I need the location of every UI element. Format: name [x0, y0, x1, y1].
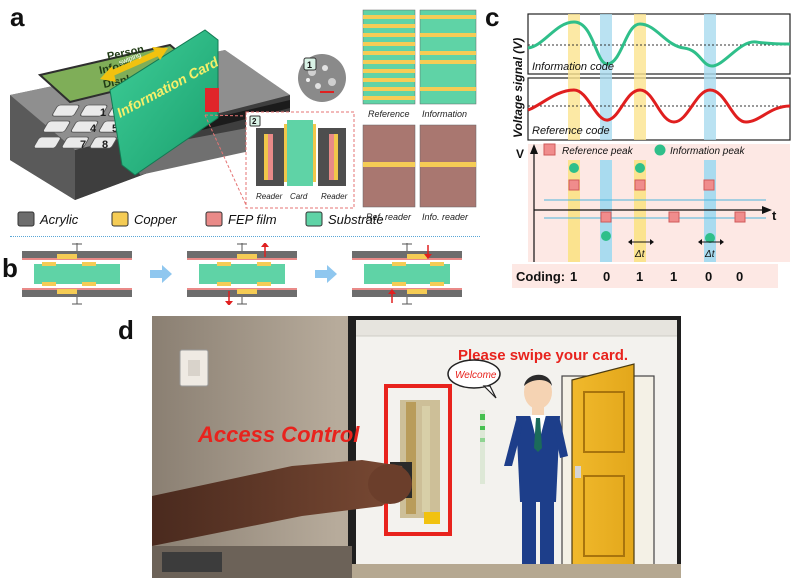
info-peak [705, 233, 715, 243]
label-info-reader: Info. reader [422, 212, 469, 222]
peak-plot-bg [528, 144, 790, 262]
ref-peak [600, 211, 612, 223]
coding-value: 0 [603, 269, 610, 284]
legend-ref-peak-marker [543, 143, 556, 156]
t-axis-label: t [772, 208, 777, 223]
stage-1 [22, 243, 132, 305]
welcome-text: Welcome [455, 370, 497, 381]
label-ref-reader: Ref. reader [366, 212, 412, 222]
c-ylabel: Voltage signal (V) [511, 38, 525, 138]
inset-zoom: 2 Reader Card Reader [204, 111, 355, 209]
key-4: 4 [90, 123, 97, 135]
user-arm [152, 460, 408, 546]
wall-socket [179, 349, 209, 387]
coding-row [512, 264, 778, 288]
ref-peak [634, 179, 646, 191]
panel-letter-d: d [118, 315, 134, 345]
inset-label-card: Card [290, 192, 308, 201]
door [561, 363, 655, 577]
access-control-label: Access Control [197, 422, 360, 447]
ref-peak [703, 179, 715, 191]
panel-letter-c: c [485, 2, 500, 32]
pattern-ref-reader [362, 124, 416, 208]
ref-code-label: Reference code [532, 125, 610, 137]
panel-c: Voltage signal (V) Information code Refe… [511, 13, 791, 288]
delta-t-1: Δt [634, 249, 646, 260]
pattern-reference [362, 9, 416, 105]
legend-label-copper: Copper [134, 212, 177, 227]
device-highlight-box [384, 384, 452, 536]
pattern-information [419, 9, 477, 105]
ref-code-signal [527, 88, 791, 124]
label-information: Information [422, 109, 467, 119]
dotted-divider [10, 236, 480, 237]
stage-2 [187, 243, 297, 305]
pattern-info-reader [419, 124, 477, 208]
info-peak [635, 163, 645, 173]
info-peak [601, 231, 611, 241]
coding-value: 1 [636, 269, 643, 284]
info-code-label: Information code [532, 61, 614, 73]
key-7: 7 [80, 139, 86, 151]
info-code-signal [527, 20, 791, 68]
ref-peak [668, 211, 680, 223]
coding-value: 0 [736, 269, 743, 284]
welcome-bubble [447, 359, 501, 389]
ref-peak [568, 179, 580, 191]
card-red-tab [205, 88, 219, 112]
v-axis-label: V [516, 147, 524, 161]
ref-peak [734, 211, 746, 223]
led-indicator-strip [480, 410, 485, 484]
legend-swatch-fep [205, 211, 223, 227]
panel-letter-a: a [10, 2, 25, 32]
keypad: 1 2 3 4 5 6 7 8 9 [33, 104, 150, 151]
legend-swatch-copper [111, 211, 129, 227]
delta-t-2: Δt [704, 249, 716, 260]
stage-arrow-2 [315, 265, 337, 283]
legend-info-peak-marker [654, 144, 666, 156]
inset-label-right-reader: Reader [321, 192, 348, 201]
coding-value: 1 [670, 269, 677, 284]
coding-label: Coding: [516, 269, 565, 284]
panel-letter-b: b [2, 253, 18, 283]
legend-swatch-substrate [305, 211, 323, 227]
legend-label-substrate: Substrate [328, 212, 384, 227]
stage-3 [352, 243, 462, 305]
key-5: 5 [112, 123, 118, 135]
coding-value: 0 [705, 269, 712, 284]
legend-info-peak-label: Information peak [670, 146, 745, 157]
inset-label-left-reader: Reader [256, 192, 283, 201]
legend-label-acrylic: Acrylic [39, 212, 79, 227]
stage-arrow-1 [150, 265, 172, 283]
coding-value: 1 [570, 269, 577, 284]
info-peak [569, 163, 579, 173]
legend-swatch-acrylic [17, 211, 35, 227]
panel-b [22, 243, 462, 305]
label-reference: Reference [368, 109, 410, 119]
sem-badge: 1 [307, 60, 312, 70]
inset-badge: 2 [252, 117, 257, 126]
key-8: 8 [102, 139, 108, 151]
legend-label-fep: FEP film [228, 212, 277, 227]
material-legend: Acrylic Copper FEP film Substrate [17, 211, 384, 227]
panel-a: 1 2 3 4 5 6 7 8 9 Person Inform Displ In… [10, 9, 477, 222]
screen-caption: Please swipe your card. [458, 347, 628, 364]
sem-image: 1 [298, 54, 346, 102]
panel-d-photo: Please swipe your card. Welcome [152, 316, 681, 578]
legend-ref-peak-label: Reference peak [562, 146, 634, 157]
key-1: 1 [100, 107, 106, 119]
